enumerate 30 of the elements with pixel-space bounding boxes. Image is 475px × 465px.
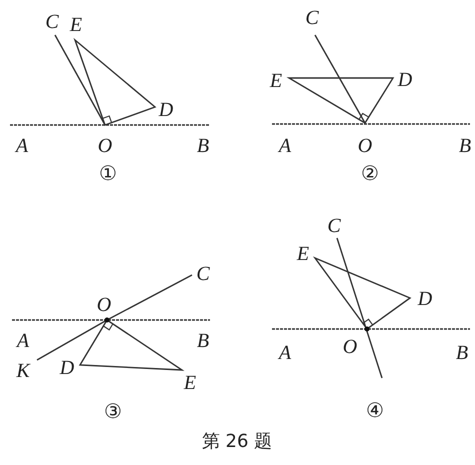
point-label: B [196, 136, 210, 156]
point-label: D [398, 70, 412, 90]
point-label: A [16, 331, 30, 351]
point-label: D [418, 289, 432, 309]
point-label: O [358, 136, 372, 156]
point-label: B [458, 136, 472, 156]
panel-number: ① [99, 164, 117, 184]
panel-number: ② [361, 164, 379, 184]
point-label: C [305, 8, 319, 28]
point-label: A [278, 343, 292, 363]
point-label: C [196, 264, 210, 284]
point-label: O [98, 136, 112, 156]
panel-number: ③ [104, 402, 122, 422]
point-label: E [270, 71, 282, 91]
point-label: D [158, 100, 174, 120]
panel-number: ④ [366, 401, 384, 421]
point-label: C [327, 216, 341, 236]
point-label: C [45, 12, 59, 32]
point-label: K [16, 361, 30, 381]
point-label: B [456, 343, 468, 363]
point-label: A [16, 136, 28, 156]
point-label: A [278, 136, 292, 156]
point-label: B [196, 331, 210, 351]
figure-caption: 第 26 题 [202, 430, 272, 453]
point-label: D [60, 358, 74, 378]
point-label: E [70, 15, 82, 35]
point-label: E [184, 373, 196, 393]
point-label: O [342, 337, 358, 357]
point-label: E [296, 244, 310, 264]
point-label: O [96, 295, 112, 315]
